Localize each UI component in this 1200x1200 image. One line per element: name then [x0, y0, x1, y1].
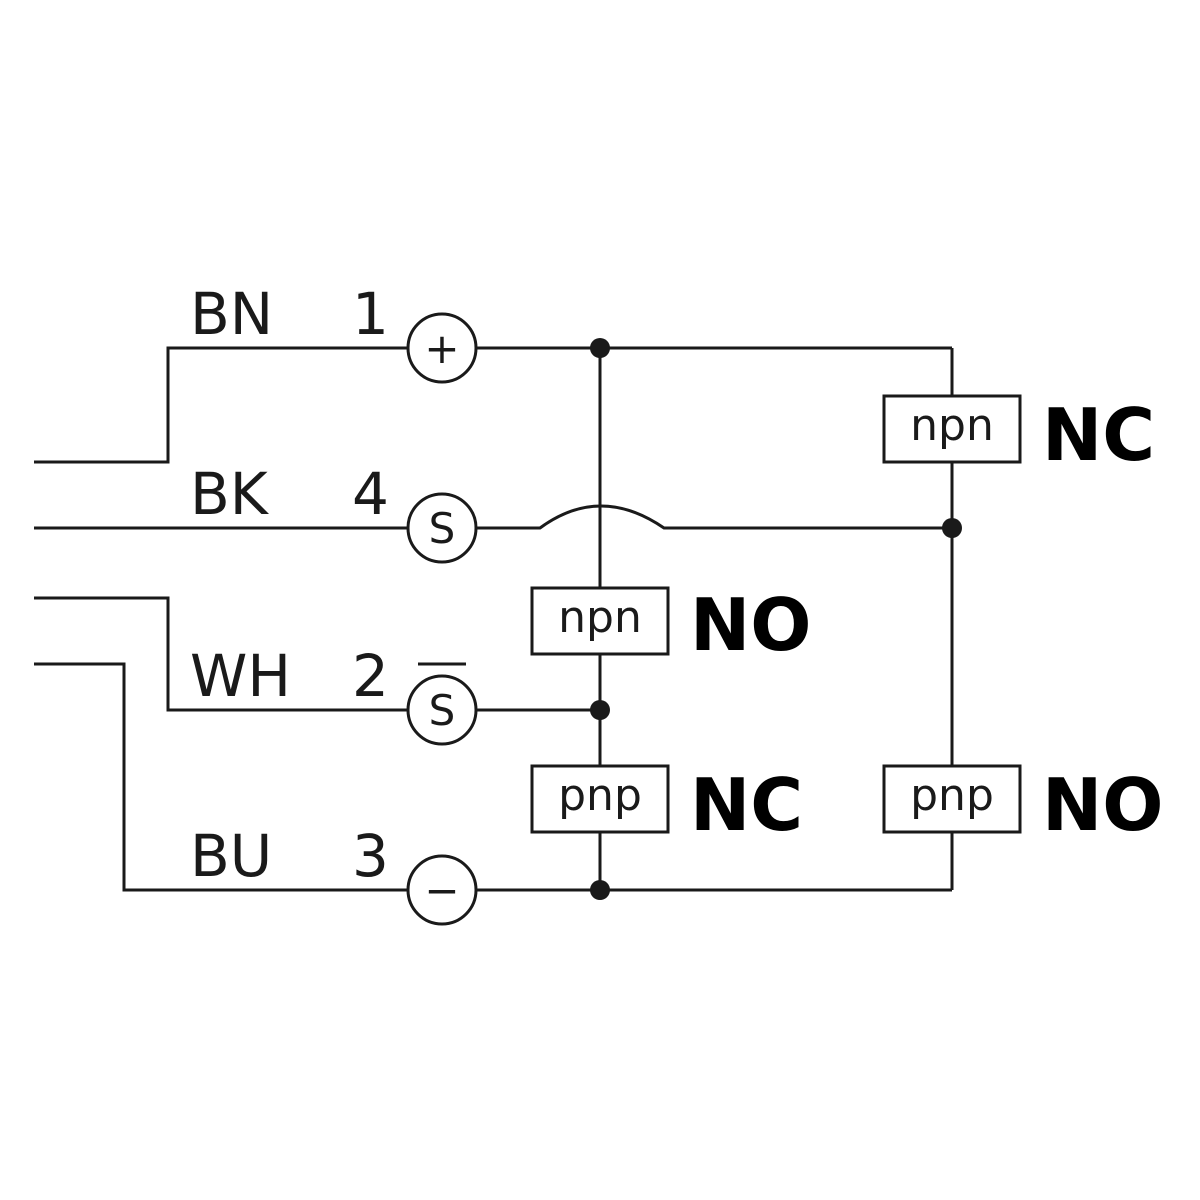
junction-dot [590, 700, 610, 720]
wire-bu [34, 662, 408, 892]
output-box [530, 764, 670, 834]
terminal-signal-circle [406, 492, 478, 564]
junction-dot [590, 338, 610, 358]
terminal-inverted-signal-circle [406, 674, 478, 746]
wire-bn [34, 346, 408, 464]
terminals: + S S − [406, 312, 478, 926]
output-function-label: NC [690, 763, 803, 847]
output-type-label: pnp [910, 770, 994, 821]
terminal-plus-circle [406, 312, 478, 384]
output-box [882, 764, 1022, 834]
wire-wh [34, 596, 408, 712]
output-type-label: npn [910, 400, 994, 451]
output-blocks: npn NO pnp NC npn NC pnp NO [530, 393, 1163, 847]
pin-number-label: 2 [352, 642, 389, 710]
wire-color-label: WH [190, 642, 291, 710]
terminal-symbol: S [429, 504, 456, 553]
junctions [590, 338, 962, 900]
output-function-label: NO [1042, 763, 1163, 847]
output-box [882, 394, 1022, 464]
terminal-minus-circle [406, 854, 478, 926]
output-function-label: NO [690, 583, 811, 667]
junction-dot [590, 880, 610, 900]
junction-dot [942, 518, 962, 538]
wire-color-label: BK [190, 460, 270, 528]
wire-color-label: BN [190, 280, 273, 348]
output-function-label: NC [1042, 393, 1155, 477]
wire-labels: BN 1 BK 4 WH 2 BU 3 [190, 280, 389, 890]
wire-bk-rail-crossover [476, 504, 952, 530]
terminal-symbol: − [424, 866, 459, 915]
wire-color-label: BU [190, 822, 272, 890]
pin-number-label: 3 [352, 822, 389, 890]
terminal-symbol: + [424, 324, 459, 373]
output-box [530, 586, 670, 656]
output-type-label: pnp [558, 770, 642, 821]
pin-number-label: 4 [352, 460, 389, 528]
terminal-symbol: S [429, 686, 456, 735]
pin-number-label: 1 [352, 280, 389, 348]
output-type-label: npn [558, 592, 642, 643]
wiring-lines [34, 346, 954, 892]
